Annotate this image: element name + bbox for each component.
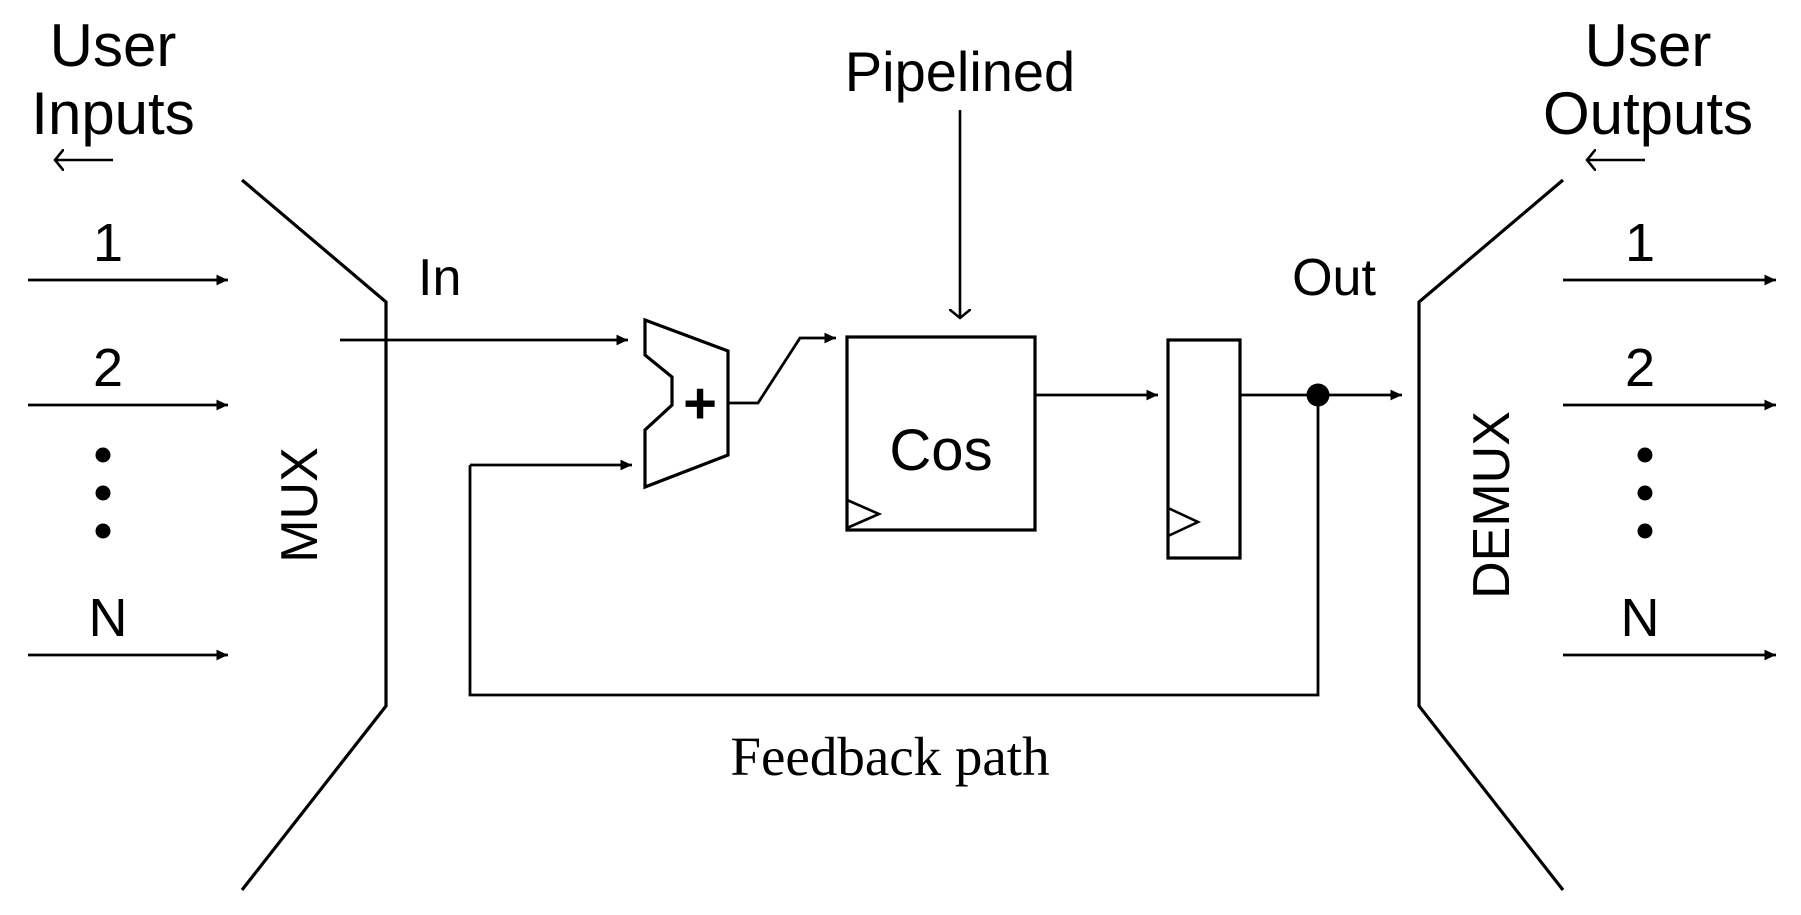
output-channel-label-1: 1 xyxy=(1624,213,1656,273)
output-channel-label-2: 2 xyxy=(1624,338,1656,398)
input-channel-label-1: 1 xyxy=(92,213,124,273)
demux-label: DEMUX xyxy=(1463,411,1521,599)
mux-label: MUX xyxy=(271,447,329,563)
user-inputs-label-line2: Inputs xyxy=(31,80,195,147)
adder-block xyxy=(643,317,730,490)
user-outputs-label-line1: User xyxy=(1584,12,1712,79)
pipeline-register-block xyxy=(1166,338,1242,560)
mux-block xyxy=(240,178,388,891)
feedback-path-label: Feedback path xyxy=(730,726,1050,787)
cos-label: Cos xyxy=(889,418,993,483)
out-label: Out xyxy=(1292,249,1376,307)
demux-block xyxy=(1417,178,1565,891)
cos-block xyxy=(845,335,1037,532)
in-label: In xyxy=(418,249,462,307)
output-channel-label-n: N xyxy=(1620,588,1660,648)
mux-input-lines xyxy=(28,274,228,661)
user-inputs-label-line1: User xyxy=(49,12,177,79)
demux-output-lines xyxy=(1563,274,1776,661)
adder-to-cos-line xyxy=(728,332,836,405)
input-ellipsis-dots xyxy=(95,447,111,539)
input-channel-label-2: 2 xyxy=(92,338,124,398)
feedback-junction-dot xyxy=(1306,383,1330,407)
adder-plus-label: + xyxy=(683,371,717,436)
user-outputs-label-line2: Outputs xyxy=(1542,80,1754,147)
pipelined-label: Pipelined xyxy=(844,40,1076,103)
output-ellipsis-dots xyxy=(1637,447,1653,539)
feedback-path-wire xyxy=(468,395,1320,697)
input-channel-label-n: N xyxy=(88,588,128,648)
